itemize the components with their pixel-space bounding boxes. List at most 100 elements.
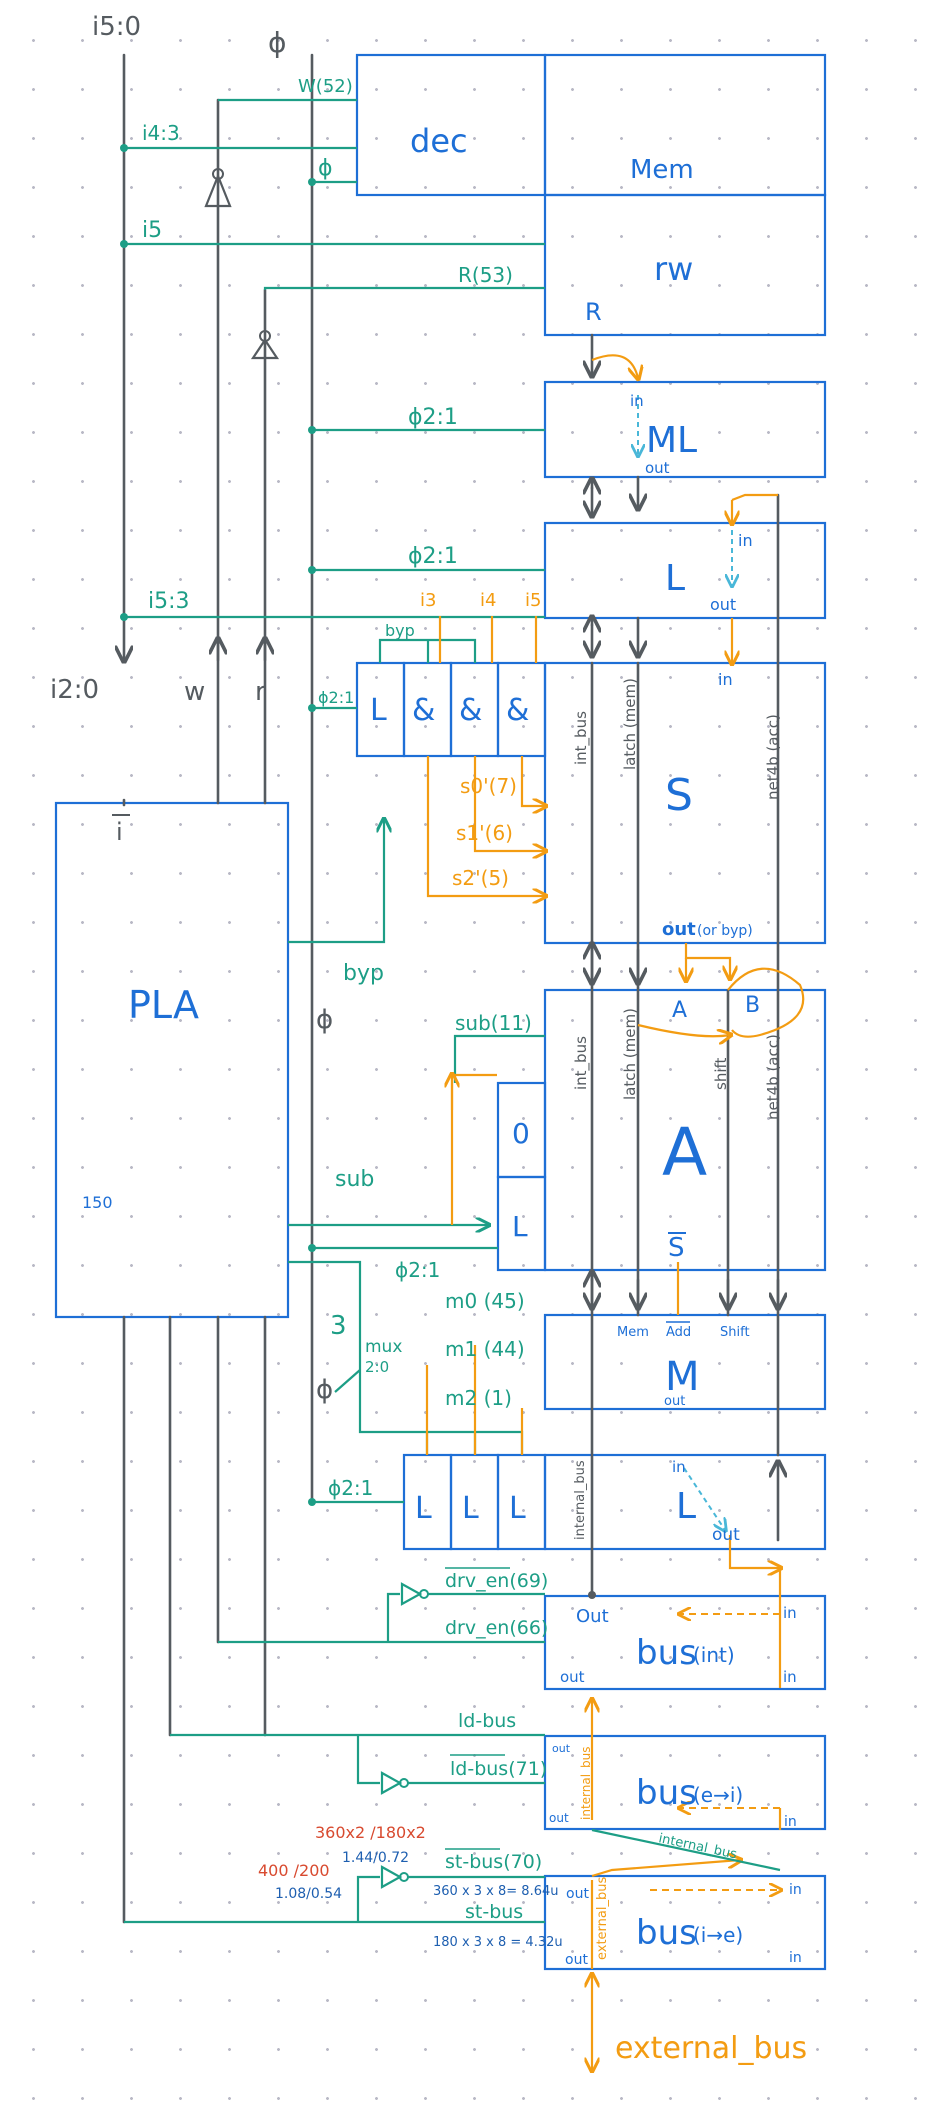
mux-latch-label-1: L (415, 1491, 432, 1526)
sizing-notes: 360x2 /180x2 1.44/0.72 400 /200 1.08/0.5… (258, 1823, 563, 1950)
sig-s0: s0'(7) (460, 774, 517, 798)
sig-s2: s2'(5) (452, 866, 509, 890)
sig-m2: m2 (1) (445, 1386, 512, 1410)
sig-w: w (184, 677, 205, 707)
sig-phi21-ml: ϕ2:1 (408, 405, 458, 430)
m-add-in: Add (666, 1325, 691, 1340)
ml-out: out (645, 459, 670, 477)
bi-in-bottom: in (783, 1668, 797, 1686)
sig-r53: R(53) (458, 263, 513, 287)
mux-block (543, 1313, 827, 1411)
external-bus-label: external_bus (615, 2031, 807, 2066)
m-out: out (664, 1394, 685, 1409)
pla-number: 150 (82, 1193, 113, 1212)
sig-i5-3: i5:3 (148, 589, 190, 614)
sig-i5-orange: i5 (525, 590, 541, 611)
sig-phi21-and: ϕ2:1 (318, 688, 354, 707)
m-mem-in: Mem (617, 1325, 649, 1340)
right-gray-buses (588, 333, 778, 1599)
ml-in: in (630, 392, 644, 410)
bus-ie-sub: (i→e) (693, 1923, 743, 1947)
m-label: M (665, 1354, 700, 1400)
dec-label: dec (410, 122, 468, 160)
l-out: out (710, 595, 736, 614)
port-labels: in out in out in out (or byp) A B S Mem … (549, 392, 802, 1968)
sig-i4-3: i4:3 (142, 121, 180, 145)
sig-phi-dec: ϕ (318, 156, 333, 181)
sig-drv-en69: drv_en(69) (445, 1570, 548, 1592)
sig-phi-mid: ϕ (316, 1005, 333, 1035)
inverter-w (204, 168, 232, 208)
sig-mux-2-0: 2:0 (365, 1358, 389, 1376)
bie-out-top: out (566, 1886, 589, 1902)
bei-out-bottom: out (549, 1811, 569, 1825)
inverter-r (250, 330, 280, 360)
left-gray-wires (124, 53, 314, 1924)
cross-internal-bus: internal_bus (657, 1831, 738, 1862)
s-label: S (665, 770, 693, 821)
a-sbar: S (668, 1233, 685, 1263)
sig-s1: s1'(6) (456, 821, 513, 845)
sig-st-bus70: st-bus(70) (445, 1851, 542, 1873)
ml-label: ML (646, 420, 697, 461)
rw-block (543, 193, 827, 337)
sig-i2-0: i2:0 (50, 675, 99, 705)
bie-external-bus: external_bus (595, 1877, 610, 1960)
bie-out-bottom: out (565, 1952, 588, 1968)
bie-in-bottom: in (789, 1950, 802, 1966)
sig-m1: m1 (44) (445, 1337, 525, 1361)
bie-in-top: in (789, 1882, 802, 1898)
sig-i-bar: i (116, 818, 123, 846)
mem-label: Mem (630, 155, 694, 185)
out-latch-label: L (676, 1486, 696, 1527)
a-input-a: A (672, 998, 687, 1023)
a-net4b: net4b (acc) (764, 1034, 782, 1120)
orange-wires (425, 354, 805, 2070)
s-out: out (662, 919, 696, 940)
bus-ie-label: bus (636, 1913, 697, 1953)
l-in: in (738, 531, 753, 550)
s-in: in (718, 670, 733, 689)
sig-m0: m0 (45) (445, 1289, 525, 1313)
bus-ei-label: bus (636, 1773, 697, 1813)
bus-labels: int_bus latch (mem) net4b (acc) int_bus … (572, 678, 807, 2066)
ol-internal-bus: internal_bus (573, 1460, 588, 1540)
sub-latch-cell (496, 1175, 547, 1272)
note-4-32u: 180 x 3 x 8 = 4.32u (433, 1935, 563, 1950)
note-360x2: 360x2 /180x2 (315, 1823, 426, 1842)
note-8-64u: 360 x 3 x 8= 8.64u (433, 1884, 558, 1899)
bus-int-sub: (int) (693, 1643, 735, 1667)
and-label-2: & (459, 693, 482, 728)
s-latch-mem: latch (mem) (621, 678, 639, 770)
sig-byp-top: byp (385, 621, 415, 640)
sig-i4-orange: i4 (480, 590, 496, 611)
bei-in: in (784, 1814, 797, 1830)
sig-st-bus: st-bus (465, 1901, 523, 1923)
and-label-3: & (506, 693, 529, 728)
a-shift: shift (712, 1057, 730, 1090)
sig-i5: i5 (142, 218, 162, 243)
m-shift-in: Shift (720, 1325, 750, 1340)
note-1-44: 1.44/0.72 (342, 1850, 409, 1866)
sig-phi21-sub: ϕ2:1 (395, 1258, 440, 1282)
byp-latch-label: L (370, 693, 387, 728)
bi-out-top: Out (576, 1606, 609, 1627)
bi-out-bottom: out (560, 1668, 585, 1686)
sig-byp: byp (343, 961, 384, 986)
pla-block (54, 801, 290, 1319)
sig-phi-low: ϕ (316, 1375, 333, 1405)
mux-latch-label-3: L (509, 1491, 526, 1526)
note-1-08: 1.08/0.54 (275, 1886, 342, 1902)
sig-i3-orange: i3 (420, 590, 436, 611)
ol-in: in (672, 1458, 686, 1476)
cyan-dashed-paths (638, 395, 732, 1530)
signal-labels: i5:0 ϕ W(52) i4:3 ϕ i5 R(53) ϕ2:1 ϕ2:1 i… (50, 12, 548, 1923)
sig-mux: mux (365, 1337, 402, 1357)
a-int-bus: int_bus (572, 1036, 591, 1090)
sig-three: 3 (330, 1311, 347, 1341)
a-label: A (662, 1114, 707, 1191)
bei-internal-bus: internal_bus (579, 1746, 593, 1820)
s-int-bus: int_bus (572, 711, 591, 765)
